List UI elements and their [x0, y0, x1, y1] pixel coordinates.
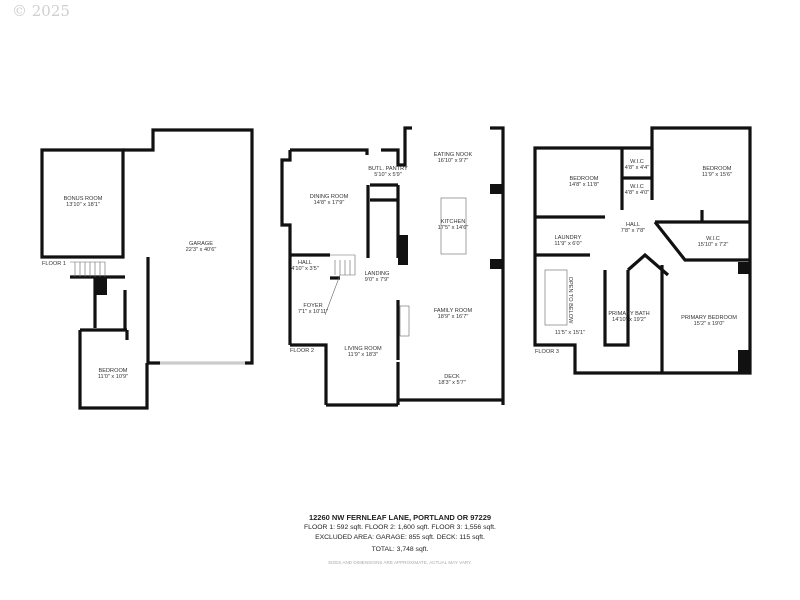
floor-2-plan: FLOOR 2 EATING NOOK 16'10" x 9'7" BUTL. … — [280, 126, 505, 407]
room-name: BEDROOM — [99, 368, 128, 374]
room-name: W.I.C — [630, 184, 644, 190]
room-name: PRIMARY BEDROOM — [681, 315, 737, 321]
floor-2-outer-walls — [280, 126, 505, 407]
room-name: W.I.C — [630, 159, 644, 165]
room-name: GARAGE — [189, 241, 213, 247]
column — [738, 262, 750, 274]
room-name: FAMILY ROOM — [434, 308, 473, 314]
room-name: W.I.C — [706, 236, 720, 242]
column — [398, 235, 408, 265]
fireplace — [399, 305, 410, 337]
room-dims: 14'8" x 17'9" — [314, 200, 345, 206]
column — [490, 259, 503, 269]
floor-3-interior-walls — [535, 148, 750, 373]
room-dims: 15'2" x 19'0" — [694, 321, 725, 327]
floor-1-stairs — [70, 261, 106, 277]
room-name: HALL — [298, 260, 312, 266]
room-name: BEDROOM — [570, 176, 599, 182]
room-dims: 4'10" x 3'5" — [291, 266, 319, 272]
floor-1-label: FLOOR 1 — [42, 261, 66, 267]
disclaimer: SIZES AND DIMENSIONS ARE APPROXIMATE, AC… — [328, 560, 472, 565]
room-dims: 7'8" x 7'8" — [621, 228, 645, 234]
room-dims: 7'1" x 10'11" — [298, 309, 328, 315]
room-name: BONUS ROOM — [64, 196, 103, 202]
room-name: HALL — [626, 222, 640, 228]
property-address: 12260 NW FERNLEAF LANE, PORTLAND OR 9722… — [308, 513, 492, 522]
room-name: DECK — [444, 374, 460, 380]
bathroom-walls — [70, 275, 127, 330]
room-dims: 11'5" x 15'1" — [555, 330, 585, 336]
total-area: TOTAL: 3,748 sqft. — [371, 546, 429, 553]
excluded-area: EXCLUDED AREA: GARAGE: 855 sqft. DECK: 1… — [315, 534, 485, 541]
bonus-room-walls — [40, 148, 125, 259]
floor-3-plan: FLOOR 3 BEDROOM 14'8" x 11'8" W.I.C 4'8"… — [533, 126, 752, 375]
column — [738, 350, 750, 373]
room-name: KITCHEN — [441, 219, 466, 225]
room-name: FOYER — [303, 303, 322, 309]
room-dims: 11'9" x 15'6" — [702, 172, 732, 178]
room-name: BUTL. PANTRY — [368, 166, 408, 172]
room-dims: 22'3" x 40'6" — [186, 247, 217, 253]
room-name: LAUNDRY — [555, 235, 582, 241]
floor-2-label: FLOOR 2 — [290, 348, 314, 354]
room-dims: 4'8" x 4'0" — [625, 190, 649, 196]
room-name: DINING ROOM — [310, 194, 349, 200]
room-name: EATING NOOK — [434, 152, 473, 158]
room-dims: 11'0" x 10'9" — [98, 374, 128, 380]
room-dims: 11'9" x 18'3" — [348, 352, 378, 358]
open-to-below-area — [544, 269, 568, 326]
column — [490, 184, 503, 194]
room-dims: 18'9" x 16'7" — [438, 314, 469, 320]
room-name: BEDROOM — [703, 166, 732, 172]
room-dims: 11'9" x 6'0" — [554, 241, 581, 247]
kitchen-island — [440, 197, 467, 255]
room-dims: 13'10" x 18'1" — [66, 202, 100, 208]
room-name: OPEN TO BELOW — [567, 277, 573, 324]
room-dims: 9'0" x 7'9" — [365, 277, 389, 283]
room-dims: 18'3" x 5'7" — [438, 380, 466, 386]
room-dims: 14'10" x 19'2" — [612, 317, 646, 323]
floor-3-label: FLOOR 3 — [535, 349, 559, 355]
room-dims: 5'10" x 5'9" — [374, 172, 402, 178]
floor-1-plan: FLOOR 1 BONUS ROOM 13'10" x 18'1" GARAGE… — [40, 128, 254, 410]
room-dims: 15'10" x 7'2" — [698, 242, 729, 248]
room-name: LANDING — [365, 271, 390, 277]
floor-2-stairs — [324, 254, 356, 316]
summary-footer: 12260 NW FERNLEAF LANE, PORTLAND OR 9722… — [0, 513, 800, 568]
room-dims: 4'8" x 4'4" — [625, 165, 649, 171]
room-dims: 16'10" x 9'7" — [438, 158, 469, 164]
room-dims: 17'5" x 14'6" — [438, 225, 469, 231]
room-name: LIVING ROOM — [344, 346, 382, 352]
floor-areas: FLOOR 1: 592 sqft. FLOOR 2: 1,600 sqft. … — [304, 524, 496, 531]
column — [96, 278, 107, 295]
room-name: PRIMARY BATH — [608, 311, 649, 317]
bedroom-walls — [78, 328, 149, 410]
copyright-watermark: © 2025 — [12, 2, 70, 20]
room-dims: 14'8" x 11'8" — [569, 182, 599, 188]
dining-room-walls — [290, 183, 400, 360]
